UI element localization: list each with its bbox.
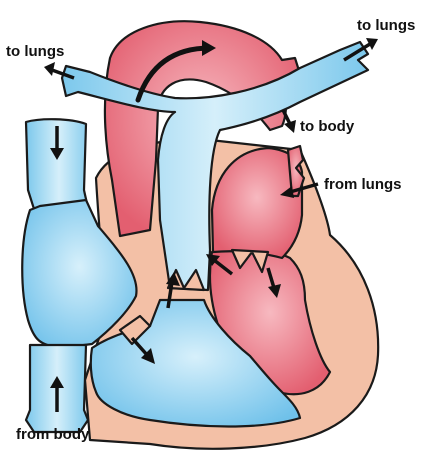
- label-from-lungs: from lungs: [324, 176, 402, 193]
- label-to-lungs-right: to lungs: [357, 17, 415, 34]
- label-from-body: from body: [16, 426, 90, 443]
- arrow-to-lungs-left-head: [44, 62, 55, 76]
- label-to-lungs-left: to lungs: [6, 43, 64, 60]
- label-to-body: to body: [300, 118, 355, 135]
